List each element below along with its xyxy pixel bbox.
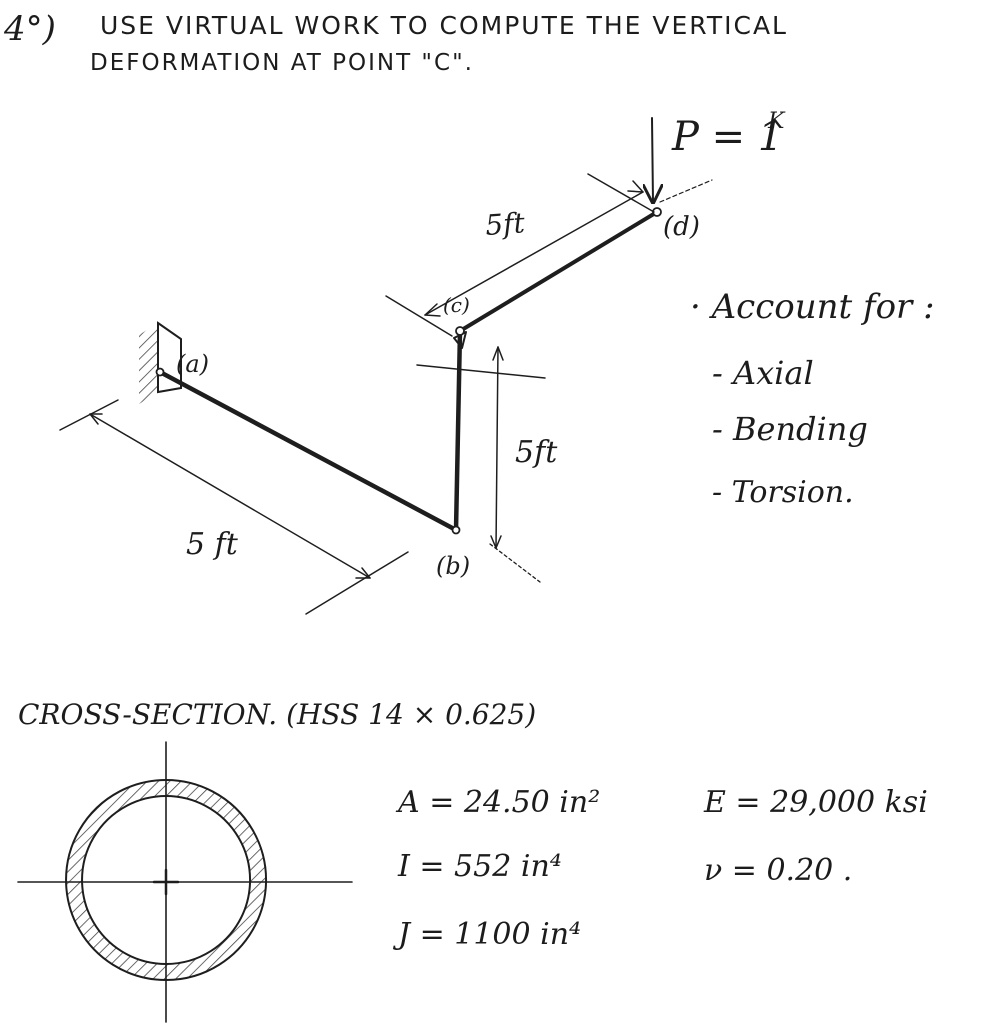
- load-unit: K: [767, 109, 786, 134]
- joint-a: [155, 367, 165, 377]
- problem-number: 4°): [3, 9, 56, 49]
- member-ab: [157, 369, 459, 533]
- dimension-label-ab: 5 ft: [186, 527, 239, 562]
- node-label-b: (b): [436, 552, 470, 580]
- node-label-d: (d): [663, 212, 700, 242]
- property-elastic-modulus: E = 29,000 ksi: [703, 785, 928, 820]
- structure-members: [157, 210, 659, 533]
- note-item-bending: - Bending: [712, 410, 868, 448]
- joint-b: [451, 525, 461, 535]
- property-moment-of-inertia: I = 552 in⁴: [397, 849, 562, 884]
- problem-statement-line-1: USE VIRTUAL WORK TO COMPUTE THE VERTICAL: [100, 11, 788, 40]
- hss-cross-section: [17, 741, 353, 1023]
- joint-c: [455, 326, 465, 336]
- note-item-torsion: - Torsion.: [712, 475, 854, 510]
- dimension-cd: [385, 173, 713, 337]
- dimension-ab: [59, 399, 409, 615]
- load-label: P = 1: [671, 114, 783, 160]
- notes-heading: · Account for :: [690, 287, 935, 327]
- load-arrow: [652, 117, 653, 202]
- cross-section-title: CROSS-SECTION. (HSS 14 × 0.625): [18, 698, 536, 731]
- dimension-bc: [416, 346, 546, 583]
- dimension-label-cd: 5ft: [484, 206, 526, 242]
- property-poisson-ratio: ν = 0.20 .: [704, 853, 852, 888]
- node-label-a: (a): [176, 350, 209, 378]
- member-bc: [453, 328, 463, 533]
- note-item-axial: - Axial: [712, 354, 814, 392]
- fixed-support: [139, 321, 182, 404]
- property-area: A = 24.50 in²: [395, 785, 600, 820]
- dimension-label-bc: 5ft: [515, 435, 558, 470]
- property-polar-moment: J = 1100 in⁴: [392, 917, 581, 952]
- problem-statement-line-2: DEFORMATION AT POINT "C".: [90, 50, 474, 76]
- member-cd: [458, 210, 659, 333]
- joints: [155, 207, 662, 535]
